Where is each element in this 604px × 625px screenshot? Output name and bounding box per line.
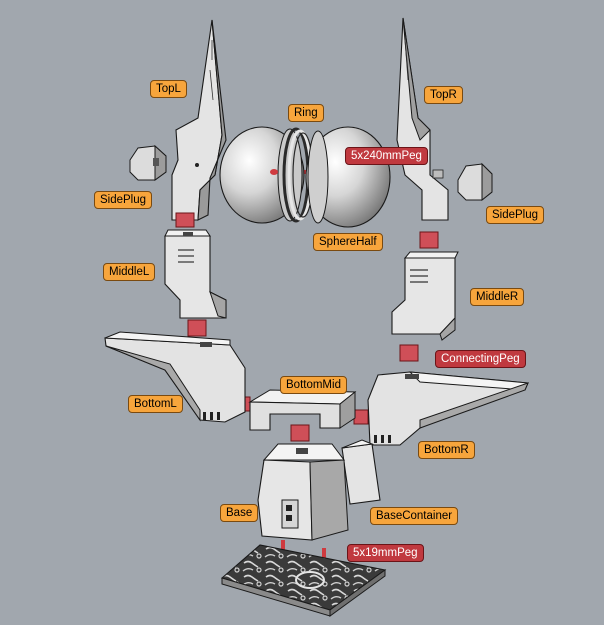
base-plate <box>220 544 387 617</box>
base-container-part <box>341 439 381 505</box>
peg-block <box>419 231 439 249</box>
top-left-spike <box>171 19 227 221</box>
label-bottom-l: BottomL <box>128 395 183 413</box>
peg-block <box>175 212 195 228</box>
peg-block <box>290 424 310 442</box>
label-peg-19: 5x19mmPeg <box>347 544 424 562</box>
label-middle-r: MiddleR <box>470 288 525 306</box>
bottom-left-part <box>104 331 246 423</box>
side-plug-left <box>129 144 167 181</box>
label-top-r: TopR <box>424 86 463 104</box>
label-sphere-half: SphereHalf <box>313 233 383 251</box>
bottom-mid-part <box>248 389 357 431</box>
label-peg-240: 5x240mmPeg <box>345 147 428 165</box>
base-part <box>257 443 349 541</box>
label-base-container: BaseContainer <box>370 507 459 525</box>
label-bottom-r: BottomR <box>418 441 475 459</box>
label-bottom-mid: BottomMid <box>280 376 347 394</box>
label-top-l: TopL <box>150 80 187 98</box>
side-plug-right <box>457 162 493 202</box>
bottom-right-part <box>367 371 529 446</box>
peg-block <box>187 319 207 337</box>
peg-block <box>353 409 369 425</box>
peg-block <box>399 344 419 362</box>
top-right-spike <box>396 17 449 221</box>
middle-right-part <box>391 251 459 341</box>
middle-left-part <box>164 229 227 319</box>
label-side-plug-right: SidePlug <box>486 206 545 224</box>
label-ring: Ring <box>288 104 324 122</box>
label-side-plug-left: SidePlug <box>94 191 153 209</box>
label-middle-l: MiddleL <box>103 263 156 281</box>
label-connecting-peg: ConnectingPeg <box>435 350 526 368</box>
label-base: Base <box>220 504 259 522</box>
sphere-half-right <box>305 126 391 228</box>
